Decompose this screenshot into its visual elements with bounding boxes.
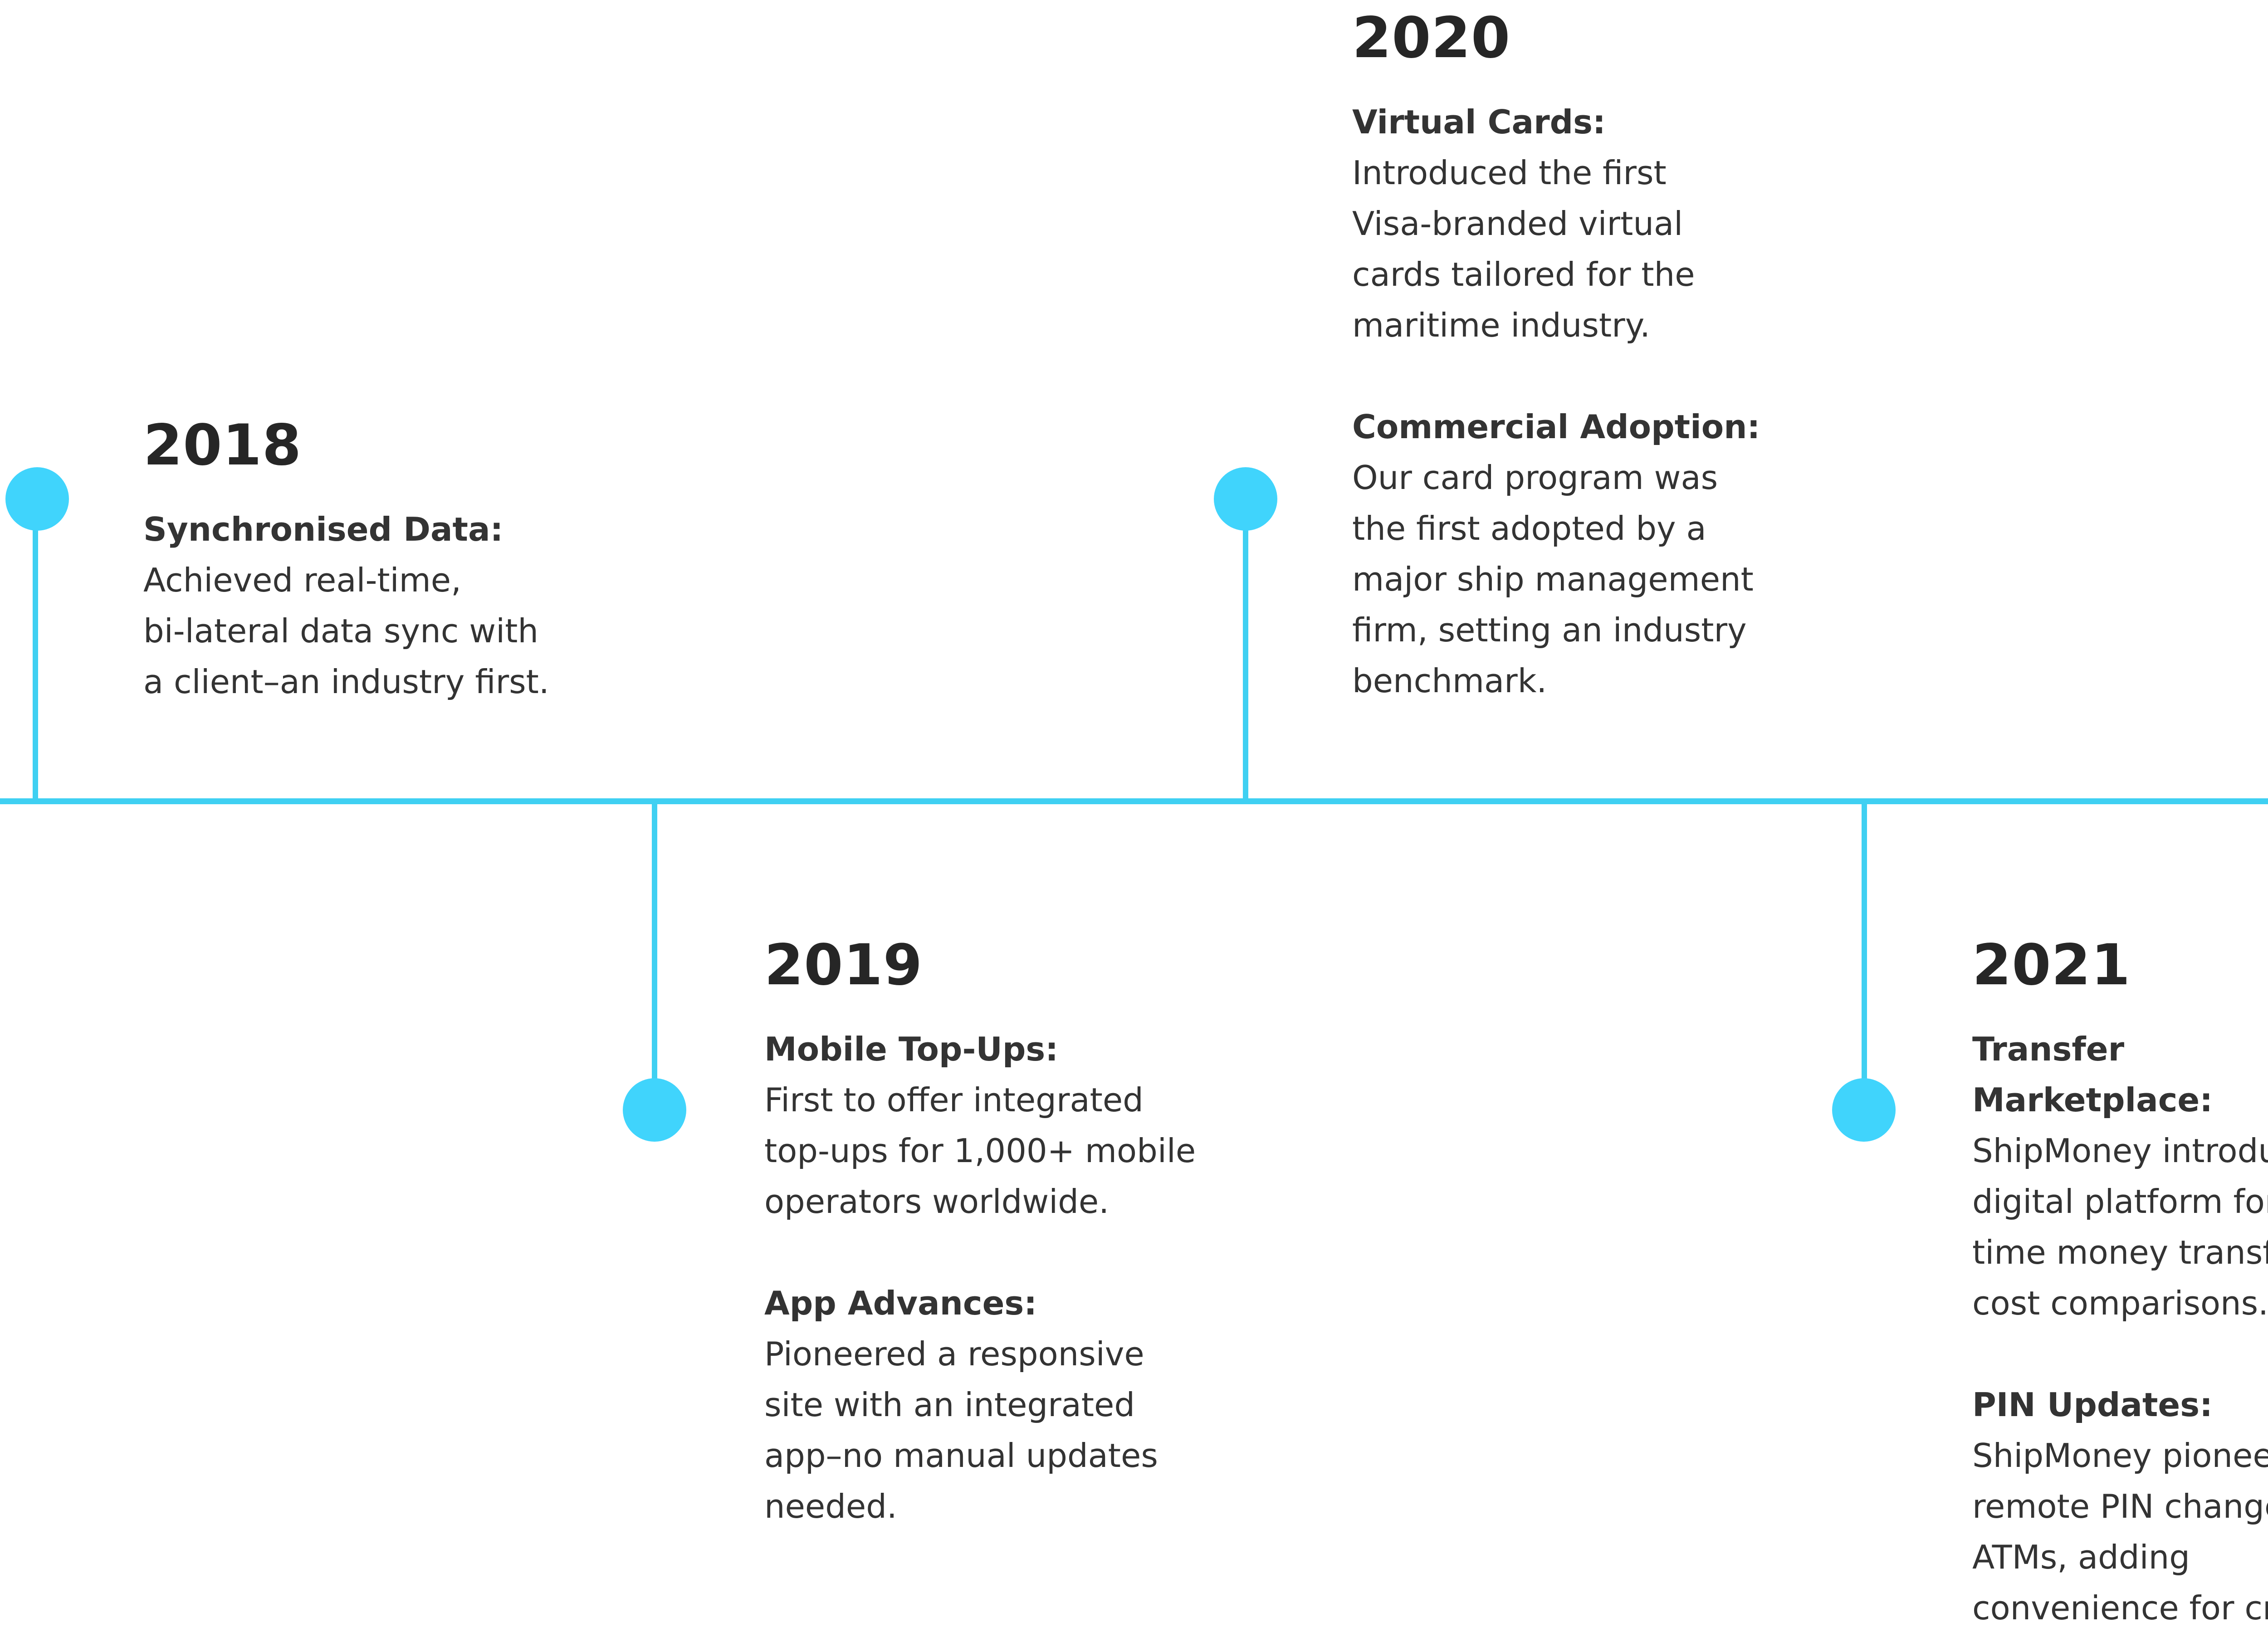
milestone: PIN Updates: ShipMoney pioneered remote … xyxy=(1972,1379,2268,1633)
timeline-marker-2021 xyxy=(1832,1078,1896,1142)
milestone-description: First to offer integrated top-ups for 1,… xyxy=(764,1081,1196,1221)
timeline-stem-2018 xyxy=(33,499,38,803)
milestone: Mobile Top-Ups: First to offer integrate… xyxy=(764,1024,1218,1227)
milestone-description: Pioneered a responsive site with an inte… xyxy=(764,1335,1158,1525)
milestone-description: Introduced the first Visa-branded virtua… xyxy=(1352,154,1695,344)
milestone-title: App Advances: xyxy=(764,1284,1037,1322)
milestone: Transfer Marketplace: ShipMoney introduc… xyxy=(1972,1024,2268,1329)
milestone-description: Achieved real-time, bi-lateral data sync… xyxy=(143,561,549,701)
year-heading: 2019 xyxy=(764,933,923,998)
milestone-title: Transfer Marketplace: xyxy=(1972,1030,2213,1119)
timeline-entry-2019: 2019 Mobile Top-Ups: First to offer inte… xyxy=(764,937,1218,1532)
timeline-stem-2019 xyxy=(652,802,657,1110)
timeline-axis xyxy=(0,798,2268,804)
timeline-entry-2021: 2021 Transfer Marketplace: ShipMoney int… xyxy=(1972,937,2268,1633)
year-heading: 2021 xyxy=(1972,933,2131,998)
milestone: Synchronised Data: Achieved real-time, b… xyxy=(143,504,574,707)
milestone-title: Commercial Adoption: xyxy=(1352,408,1760,446)
milestone-title: Mobile Top-Ups: xyxy=(764,1030,1058,1068)
year-heading: 2018 xyxy=(143,413,302,478)
timeline-marker-2019 xyxy=(623,1078,686,1142)
milestone-description: Our card program was the first adopted b… xyxy=(1352,459,1754,700)
timeline-marker-2020 xyxy=(1214,467,1277,531)
milestone: Virtual Cards: Introduced the first Visa… xyxy=(1352,97,1806,351)
timeline-entry-2020: 2020 Virtual Cards: Introduced the first… xyxy=(1352,10,1806,706)
milestone-title: Virtual Cards: xyxy=(1352,103,1606,141)
timeline-marker-2018 xyxy=(5,467,69,531)
milestone: App Advances: Pioneered a responsive sit… xyxy=(764,1278,1218,1532)
milestone-description: ShipMoney pioneered remote PIN changes v… xyxy=(1972,1437,2268,1627)
milestone-title: PIN Updates: xyxy=(1972,1386,2213,1424)
timeline-entry-2018: 2018 Synchronised Data: Achieved real-ti… xyxy=(143,417,574,707)
timeline-stem-2021 xyxy=(1862,802,1867,1110)
milestone: Commercial Adoption: Our card program wa… xyxy=(1352,401,1806,706)
milestone-description: ShipMoney introduced a digital platform … xyxy=(1972,1132,2268,1322)
year-heading: 2020 xyxy=(1352,5,1511,71)
milestone-title: Synchronised Data: xyxy=(143,510,503,548)
timeline-stem-2020 xyxy=(1243,499,1248,803)
